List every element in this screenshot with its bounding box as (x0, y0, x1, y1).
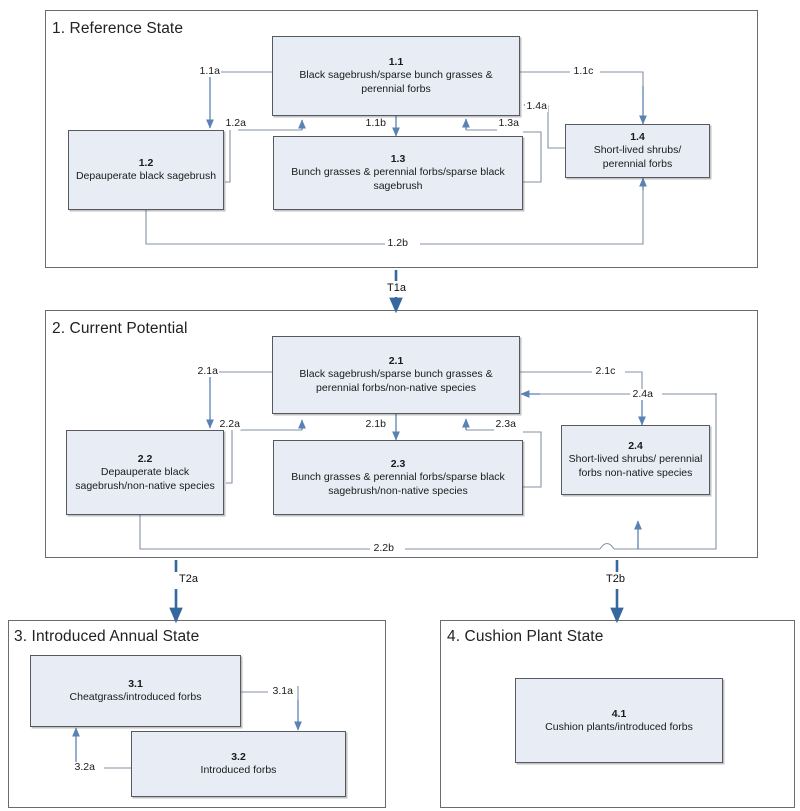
box-2-3-number: 2.3 (390, 457, 406, 470)
box-4-1-description: Cushion plants/introduced forbs (545, 720, 693, 733)
box-1-1-number: 1.1 (388, 56, 404, 69)
box-3-1-description: Cheatgrass/introduced forbs (69, 691, 202, 704)
box-3-1-number: 3.1 (128, 678, 143, 691)
pathway-label-3-2a: 3.2a (73, 761, 97, 773)
box-2-1-number: 2.1 (388, 355, 404, 368)
box-3-2[interactable]: 3.2 Introduced forbs (131, 731, 346, 797)
box-1-3-description: Bunch grasses & perennial forbs/sparse b… (291, 166, 505, 193)
transition-label-t2b: T2b (605, 573, 626, 585)
pathway-label-1-2a: 1.2a (224, 117, 248, 129)
state-title-reference: 1. Reference State (52, 20, 184, 37)
box-2-4-description: Short-lived shrubs/ perennial forbs non-… (568, 453, 703, 480)
box-2-2-number: 2.2 (137, 452, 153, 465)
box-1-2-number: 1.2 (138, 157, 154, 170)
box-4-1[interactable]: 4.1 Cushion plants/introduced forbs (515, 678, 723, 763)
box-2-3[interactable]: 2.3 Bunch grasses & perennial forbs/spar… (273, 440, 523, 515)
box-1-2[interactable]: 1.2 Depauperate black sagebrush (68, 130, 224, 210)
box-3-2-number: 3.2 (231, 751, 246, 764)
pathway-label-2-2a: 2.2a (218, 418, 242, 430)
pathway-label-2-1c: 2.1c (594, 365, 617, 377)
pathway-label-1-1b: 1.1b (364, 117, 388, 129)
box-2-1[interactable]: 2.1 Black sagebrush/sparse bunch grasses… (272, 336, 520, 414)
box-1-2-description: Depauperate black sagebrush (75, 170, 217, 183)
box-2-2[interactable]: 2.2 Depauperate black sagebrush/non-nati… (66, 430, 224, 515)
state-title-current-potential: 2. Current Potential (52, 320, 188, 337)
box-1-4[interactable]: 1.4 Short-lived shrubs/ perennial forbs (565, 124, 710, 178)
pathway-label-1-3a: 1.3a (497, 117, 521, 129)
box-1-3[interactable]: 1.3 Bunch grasses & perennial forbs/spar… (273, 136, 523, 210)
state-frame-reference (45, 10, 758, 268)
state-frame-introduced-annual (8, 620, 386, 808)
pathway-label-2-4a: 2.4a (631, 388, 655, 400)
box-2-2-description: Depauperate black sagebrush/non-native s… (75, 465, 215, 492)
pathway-label-1-1a: 1.1a (198, 65, 222, 77)
pathway-label-3-1a: 3.1a (271, 685, 295, 697)
box-2-4-number: 2.4 (628, 440, 643, 453)
state-title-introduced-annual: 3. Introduced Annual State (14, 628, 200, 645)
pathway-label-1-1c: 1.1c (572, 65, 595, 77)
box-3-2-description: Introduced forbs (200, 764, 277, 777)
box-1-4-description: Short-lived shrubs/ perennial forbs (593, 144, 682, 171)
box-1-3-number: 1.3 (390, 153, 406, 166)
box-2-3-description: Bunch grasses & perennial forbs/sparse b… (291, 470, 505, 497)
pathway-label-2-1b: 2.1b (364, 418, 388, 430)
box-1-1[interactable]: 1.1 Black sagebrush/sparse bunch grasses… (272, 36, 520, 116)
box-3-1[interactable]: 3.1 Cheatgrass/introduced forbs (30, 655, 241, 727)
box-1-1-description: Black sagebrush/sparse bunch grasses & p… (299, 69, 493, 96)
pathway-label-2-3a: 2.3a (494, 418, 518, 430)
state-title-cushion-plant: 4. Cushion Plant State (447, 628, 604, 645)
box-4-1-number: 4.1 (611, 707, 627, 720)
pathway-label-2-2b: 2.2b (372, 542, 396, 554)
pathway-label-1-4a: 1.4a (525, 100, 549, 112)
pathway-label-2-1a: 2.1a (196, 365, 220, 377)
transition-label-t1a: T1a (386, 282, 407, 294)
box-2-1-description: Black sagebrush/sparse bunch grasses & p… (299, 368, 493, 395)
box-2-4[interactable]: 2.4 Short-lived shrubs/ perennial forbs … (561, 425, 710, 495)
transition-label-t2a: T2a (178, 573, 199, 585)
box-1-4-number: 1.4 (630, 131, 645, 144)
pathway-label-1-2b: 1.2b (386, 237, 410, 249)
